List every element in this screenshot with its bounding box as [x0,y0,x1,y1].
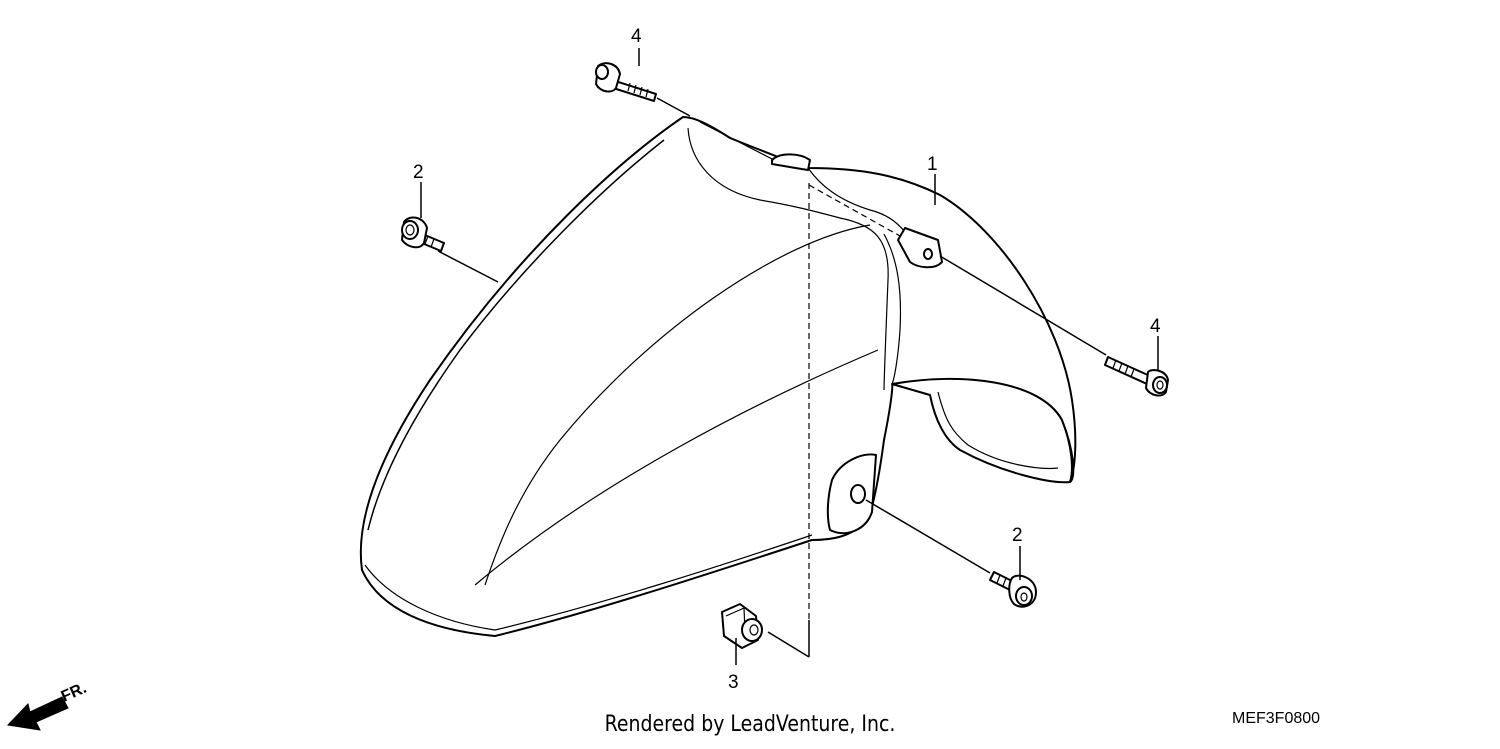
bolt-2-right [989,571,1037,608]
top-slot-tab [771,153,811,171]
arrow-icon [6,696,69,731]
callout-part-4-right: 4 [1150,316,1161,337]
callout-leaders [420,48,1159,665]
fender-body [359,116,1077,637]
side-mount-hole [923,248,933,260]
callout-part-3: 3 [728,672,739,693]
front-fender [359,116,1077,637]
callout-part-1: 1 [927,154,938,175]
clip-nut-3 [721,603,763,649]
callout-part-4-top: 4 [631,26,642,47]
bolt-4-top [595,62,657,102]
bolt-2-left [401,216,445,252]
front-direction-arrow: FR. [6,680,89,731]
assembly-lines [437,97,1107,658]
direction-label: FR. [59,680,89,706]
credit-text: Rendered by LeadVenture, Inc. [604,712,896,737]
diagram-code: MEF3F0800 [1232,710,1321,727]
bolt-4-right [1104,356,1169,397]
callout-part-2-left: 2 [413,162,424,183]
lower-mount-hole [850,484,866,504]
callout-part-2-right: 2 [1012,525,1023,546]
